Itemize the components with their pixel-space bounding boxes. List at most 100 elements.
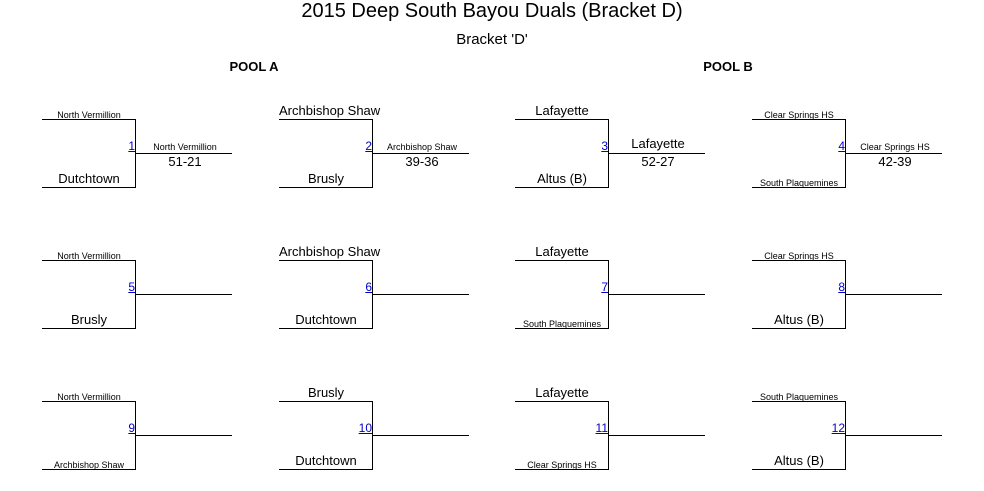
bottom-slot-line [752,187,846,188]
team-bottom: Brusly [70,312,108,327]
top-slot-line [279,119,373,120]
team-top: North Vermillion [57,392,121,402]
match-number-link[interactable]: 7 [601,280,608,294]
bottom-slot-line [752,469,846,470]
team-bottom: Clear Springs HS [527,460,597,470]
bracket-connector [608,119,609,188]
top-slot-line [42,401,136,402]
winner-line [609,294,705,295]
match-number-link[interactable]: 9 [128,421,135,435]
bottom-slot-line [42,328,136,329]
team-bottom: Dutchtown [58,171,120,186]
top-slot-line [42,260,136,261]
bottom-slot-line [515,328,609,329]
team-bottom: Altus (B) [774,453,824,468]
bottom-slot-line [515,187,609,188]
team-top: Lafayette [535,103,589,118]
winner-line [136,153,232,154]
bottom-slot-line [42,187,136,188]
match-number-link[interactable]: 8 [838,280,845,294]
top-slot-line [42,119,136,120]
match-winner: Clear Springs HS [860,142,930,152]
top-slot-line [279,260,373,261]
bracket-connector [135,119,136,188]
match-winner: North Vermillion [153,142,217,152]
winner-line [609,435,705,436]
winner-line [373,153,469,154]
match-number-link[interactable]: 4 [838,139,845,153]
top-slot-line [515,260,609,261]
team-top: Lafayette [535,244,589,259]
top-slot-line [752,260,846,261]
winner-line [846,294,942,295]
team-top: Clear Springs HS [764,110,834,120]
top-slot-line [752,119,846,120]
bracket-connector [845,119,846,188]
bracket-connector [845,401,846,470]
match-number-link[interactable]: 6 [365,280,372,294]
bracket-subtitle: Bracket 'D' [456,31,528,48]
match-number-link[interactable]: 12 [831,421,845,435]
bracket-connector [372,260,373,329]
team-bottom: Altus (B) [774,312,824,327]
winner-line [846,153,942,154]
pool-b-heading: POOL B [703,59,753,74]
match-score: 42-39 [878,154,912,169]
team-top: Lafayette [535,385,589,400]
team-bottom: Dutchtown [295,312,357,327]
winner-line [136,435,232,436]
winner-line [373,294,469,295]
team-top: Archbishop Shaw [279,103,381,118]
match-winner: Lafayette [631,136,685,151]
team-bottom: Altus (B) [537,171,587,186]
page-title: 2015 Deep South Bayou Duals (Bracket D) [301,0,683,22]
team-top: Clear Springs HS [764,251,834,261]
match-4: Clear Springs HS South Plaquemines 4 Clear … [752,110,942,188]
match-number-link[interactable]: 10 [358,421,372,435]
top-slot-line [279,401,373,402]
team-top: North Vermillion [57,251,121,261]
bracket-connector [845,260,846,329]
bracket-connector [608,260,609,329]
bracket-connector [135,260,136,329]
match-winner: Archbishop Shaw [386,142,458,152]
winner-line [136,294,232,295]
bracket-connector [372,401,373,470]
match-number-link[interactable]: 1 [128,139,135,153]
match-score: 39-36 [405,154,439,169]
bottom-slot-line [42,469,136,470]
match-8: Clear Springs HS Altus (B) 8 [752,251,942,329]
team-bottom: Brusly [307,171,345,186]
top-slot-line [515,119,609,120]
team-top: South Plaquemines [759,392,839,402]
bracket-connector [608,401,609,470]
match-number-link[interactable]: 5 [128,280,135,294]
bottom-slot-line [515,469,609,470]
bottom-slot-line [279,187,373,188]
team-bottom: South Plaquemines [522,319,602,329]
match-number-link[interactable]: 11 [595,421,608,435]
match-number-link[interactable]: 2 [365,139,372,153]
match-number-link[interactable]: 3 [601,139,608,153]
pool-a-heading: POOL A [229,59,279,74]
team-top: North Vermillion [57,110,121,120]
match-score: 52-27 [641,154,675,169]
bottom-slot-line [279,328,373,329]
bracket-connector [135,401,136,470]
team-bottom: Dutchtown [295,453,357,468]
team-bottom: South Plaquemines [759,178,839,188]
team-top: Brusly [307,385,345,400]
bottom-slot-line [752,328,846,329]
winner-line [373,435,469,436]
team-top: Archbishop Shaw [279,244,381,259]
team-bottom: Archbishop Shaw [53,460,125,470]
